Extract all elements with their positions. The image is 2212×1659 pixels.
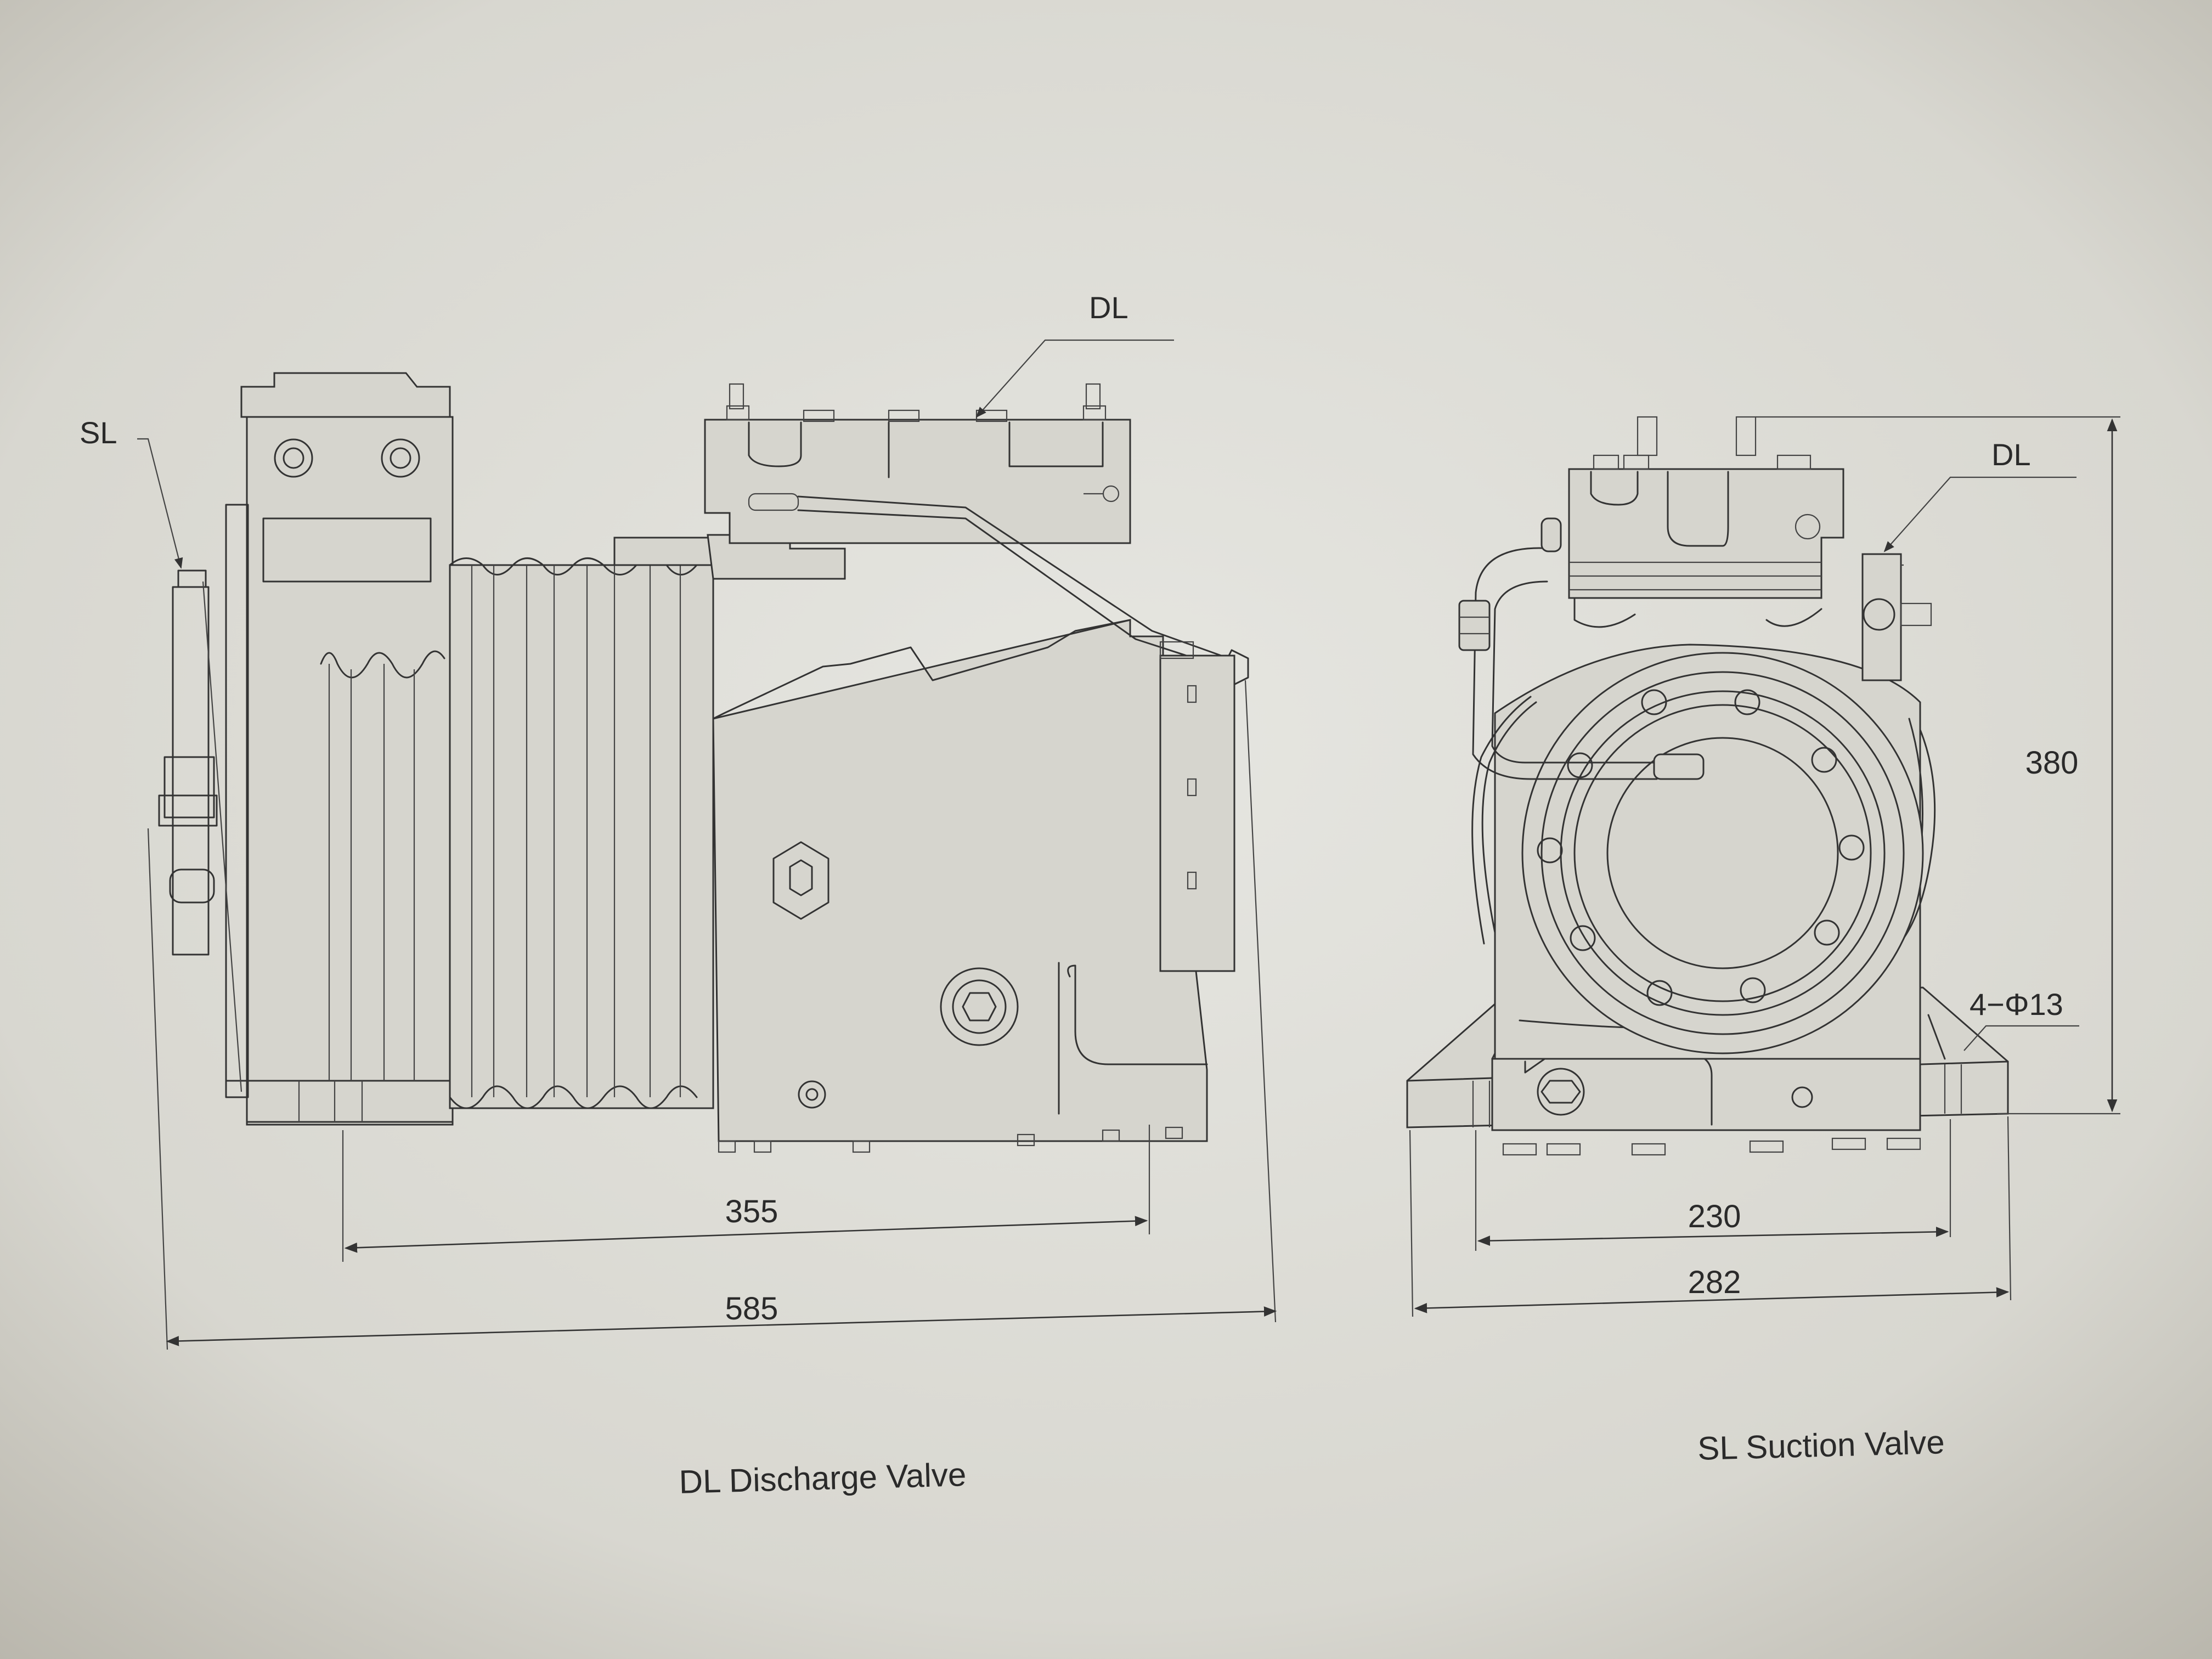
sl-label-left: SL: [80, 415, 117, 450]
motor-flange: [1521, 652, 1924, 1054]
service-end-plate: [1159, 641, 1235, 972]
caption-discharge-valve: DL Discharge Valve: [679, 1456, 967, 1500]
dim-355-value: 355: [725, 1194, 778, 1229]
caption-suction-valve: SL Suction Valve: [1697, 1424, 1945, 1467]
dimension-380: 380: [1756, 416, 2120, 1115]
suction-line-end: [1458, 517, 1705, 780]
base-studs-end: [1502, 1137, 1921, 1156]
flange-bolts: [1537, 689, 1865, 1006]
cylinder-head: [704, 383, 1249, 687]
suction-valve-side: [158, 569, 242, 1092]
dimension-355: 355: [342, 1125, 1150, 1262]
dimension-230: 230: [1475, 1119, 1951, 1251]
finned-motor-body: [320, 557, 714, 1109]
dl-label-left: DL: [1089, 290, 1128, 325]
dimension-282: 282: [1409, 1116, 2012, 1317]
motor-end-housing: [225, 372, 454, 1126]
dim-282-value: 282: [1688, 1265, 1741, 1300]
dl-label-right: DL: [1991, 437, 2031, 472]
side-view: SL DL 355 585 DL Discharge Valve: [80, 290, 1277, 1500]
end-view: DL 4−Φ13 380 230 282 SL Suction Valve: [1406, 416, 2120, 1467]
dim-230-value: 230: [1688, 1199, 1741, 1234]
base-studs: [718, 1126, 1183, 1153]
dim-585-value: 585: [725, 1291, 778, 1327]
dimension-585: 585: [147, 680, 1277, 1350]
holes-label: 4−Φ13: [1970, 987, 2063, 1022]
end-cylinder-head: [1568, 416, 1844, 628]
discharge-valve-end: [1861, 553, 1932, 681]
dim-380-value: 380: [2025, 745, 2079, 781]
